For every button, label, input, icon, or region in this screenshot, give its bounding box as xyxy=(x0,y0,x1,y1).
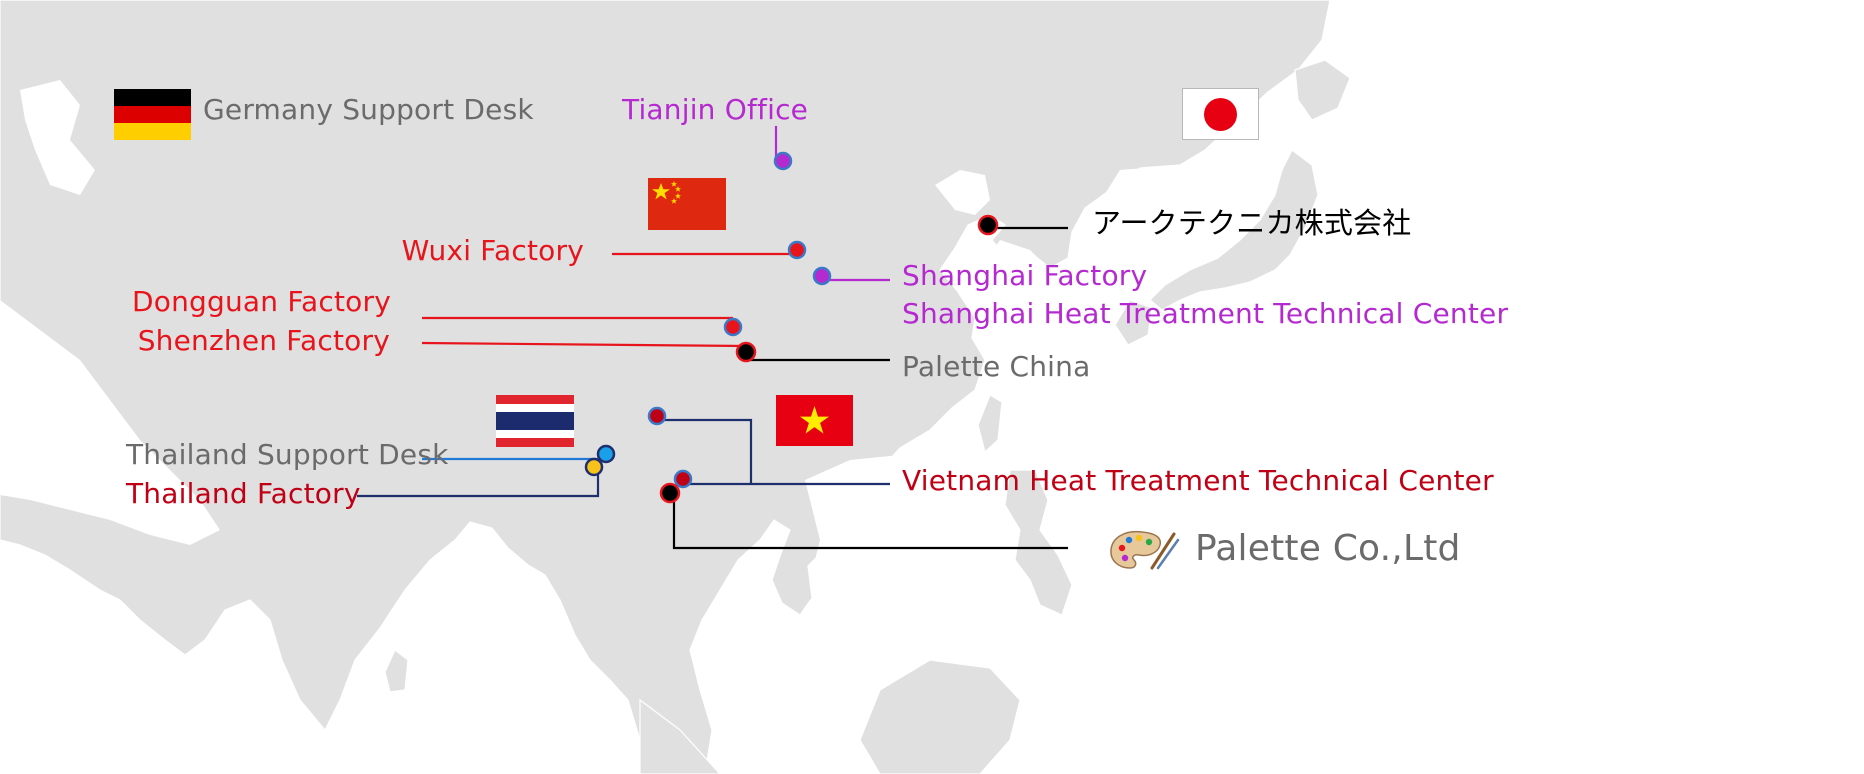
marker-thailand-desk[interactable] xyxy=(596,444,616,464)
connector-thailand-factory xyxy=(357,468,600,498)
marker-vietnam-north[interactable] xyxy=(647,406,667,426)
vietnam-flag xyxy=(776,395,853,446)
thailand-flag xyxy=(496,395,574,447)
label-thailand-support-desk: Thailand Support Desk xyxy=(126,438,449,471)
label-tianjin-office: Tianjin Office xyxy=(622,93,809,126)
marker-thailand-factory[interactable] xyxy=(584,457,604,477)
marker-palette-company[interactable] xyxy=(659,482,681,504)
marker-japan-hq[interactable] xyxy=(977,214,999,236)
marker-tianjin[interactable] xyxy=(773,151,793,171)
marker-vietnam-center[interactable] xyxy=(673,469,693,489)
connector-palette-company xyxy=(672,493,1068,550)
marker-shanghai[interactable] xyxy=(812,266,832,286)
connector-shenzhen xyxy=(421,341,747,348)
germany-flag xyxy=(114,89,191,140)
japan-flag xyxy=(1182,88,1259,140)
label-palette-company: Palette Co.,Ltd xyxy=(1195,528,1461,569)
label-shanghai-factory: Shanghai Factory xyxy=(902,259,1148,292)
marker-palette-china[interactable] xyxy=(735,341,757,363)
connector-vietnam xyxy=(657,418,890,486)
palette-icon xyxy=(1110,530,1180,570)
land-taiwan xyxy=(977,394,1003,454)
label-palette-china: Palette China xyxy=(902,350,1091,383)
label-thailand-factory: Thailand Factory xyxy=(126,477,361,510)
land-philippines xyxy=(1004,469,1073,616)
land-japan xyxy=(1149,149,1319,311)
marker-dongguan[interactable] xyxy=(723,317,743,337)
land-borneo xyxy=(859,659,1021,774)
label-shanghai-heat-treatment-center: Shanghai Heat Treatment Technical Center xyxy=(902,297,1509,330)
label-japan-headquarters: アークテクニカ株式会社 xyxy=(1092,206,1412,240)
land-hokkaido xyxy=(1294,59,1351,121)
china-flag xyxy=(648,178,726,230)
land-sumatra xyxy=(639,698,721,774)
land-srilanka xyxy=(384,649,409,693)
label-wuxi-factory: Wuxi Factory xyxy=(401,234,584,267)
label-germany-support-desk: Germany Support Desk xyxy=(203,93,534,126)
marker-wuxi[interactable] xyxy=(787,240,807,260)
label-dongguan-factory: Dongguan Factory xyxy=(131,285,391,318)
land-kyushu xyxy=(1114,299,1153,346)
label-vietnam-heat-treatment-center: Vietnam Heat Treatment Technical Center xyxy=(902,464,1494,497)
label-shenzhen-factory: Shenzhen Factory xyxy=(137,324,390,357)
